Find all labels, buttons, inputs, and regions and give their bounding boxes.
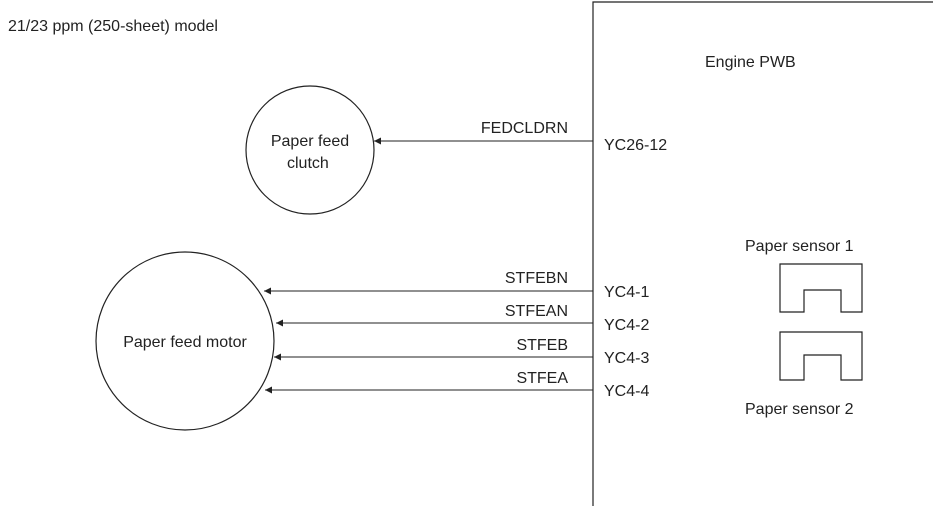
signal-name: STFEA [516, 370, 568, 387]
signal-name: STFEB [516, 337, 568, 354]
clutch-label-line2: clutch [287, 155, 329, 172]
engine-pwb-label: Engine PWB [705, 54, 796, 71]
connector-pin: YC4-2 [604, 317, 649, 334]
signal-name: FEDCLDRN [481, 120, 568, 137]
connector-pin: YC4-1 [604, 284, 649, 301]
paper-sensor-2-label: Paper sensor 2 [745, 401, 854, 418]
signal-name: STFEBN [505, 270, 568, 287]
motor-label: Paper feed motor [123, 334, 247, 351]
clutch-label-line1: Paper feed [271, 133, 349, 150]
engine-pwb-outline [592, 1, 933, 506]
connector-pin: YC4-4 [604, 383, 649, 400]
signal-name: STFEAN [505, 303, 568, 320]
connector-pin: YC26-12 [604, 137, 667, 154]
paper-sensor-2-icon [779, 331, 863, 381]
diagram-title: 21/23 ppm (250-sheet) model [8, 18, 218, 35]
paper-sensor-1-icon [779, 263, 863, 313]
paper-feed-clutch [245, 85, 375, 215]
paper-sensor-1-label: Paper sensor 1 [745, 238, 854, 255]
connector-pin: YC4-3 [604, 350, 649, 367]
paper-feed-motor [95, 251, 275, 431]
